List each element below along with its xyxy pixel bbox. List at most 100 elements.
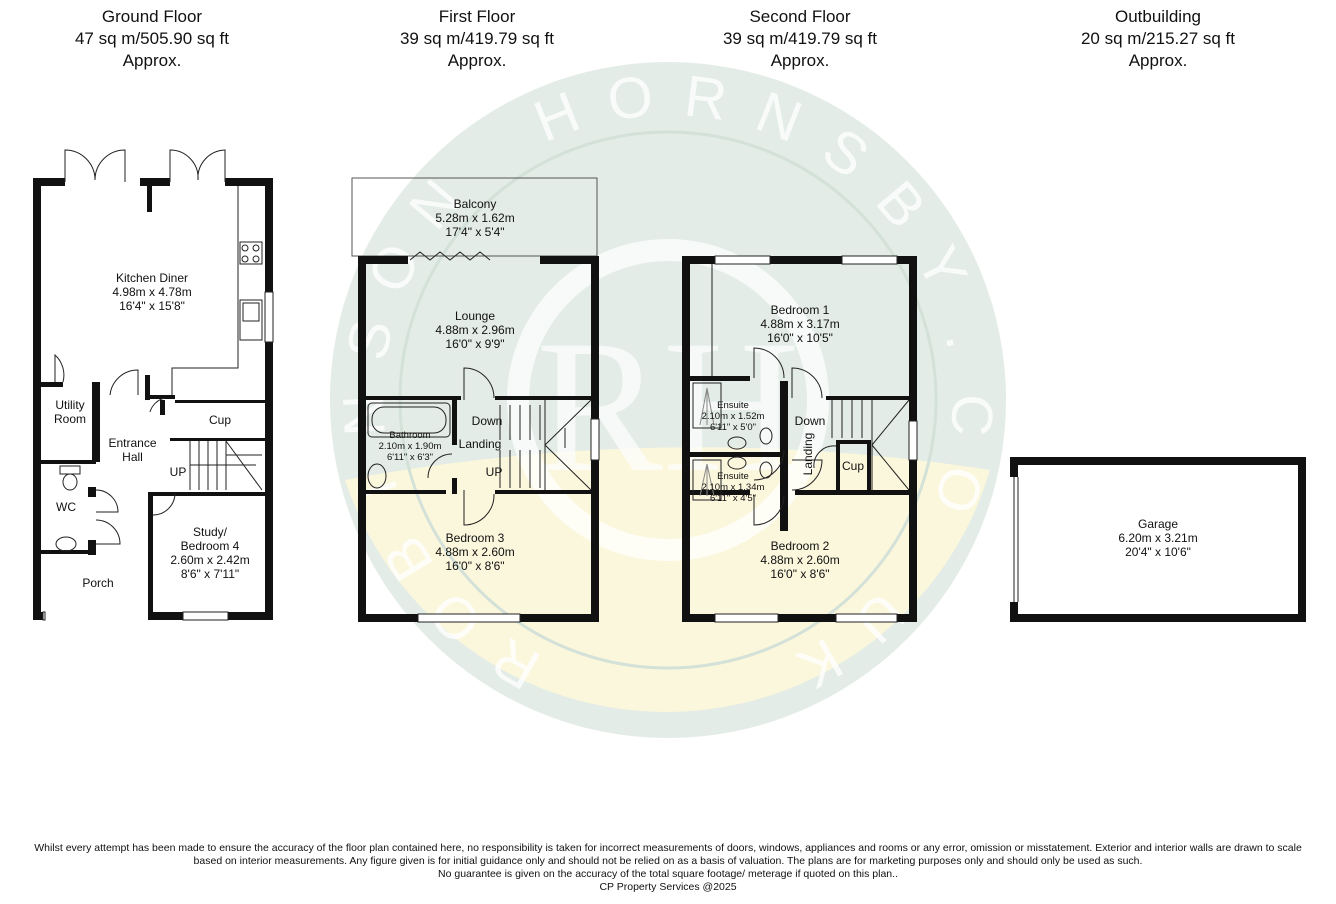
- room-name: Down: [471, 414, 503, 428]
- room-name: Kitchen Diner: [115, 271, 189, 285]
- outbuilding-plan: [1010, 457, 1306, 622]
- room-imperial: 17'4" x 5'4": [445, 225, 505, 239]
- room-name: Ensuite: [717, 400, 749, 411]
- room-label-utility-room: Utility Room: [44, 398, 96, 426]
- room-metric: 2.10m x 1.34m: [701, 482, 765, 493]
- room-name: Bedroom 2: [770, 539, 830, 553]
- first-floor-title: First Floor 39 sq m/419.79 sq ft Approx.: [347, 6, 607, 72]
- svg-text:C: C: [938, 393, 1005, 438]
- second-floor-title: Second Floor 39 sq m/419.79 sq ft Approx…: [670, 6, 930, 72]
- floor-area: 47 sq m/505.90 sq ft: [74, 29, 230, 48]
- room-label-garage: Garage 6.20m x 3.21m 20'4" x 10'6": [1108, 517, 1208, 559]
- room-name: Entrance: [108, 436, 157, 450]
- floor-name: First Floor: [438, 7, 516, 26]
- room-name: Landing: [801, 432, 815, 476]
- room-imperial: 6'11" x 6'3": [386, 452, 434, 463]
- room-label-bedroom-1: Bedroom 1 4.88m x 3.17m 16'0" x 10'5": [745, 303, 855, 345]
- room-name: Landing: [458, 437, 502, 451]
- outbuilding-title: Outbuilding 20 sq m/215.27 sq ft Approx.: [1028, 6, 1288, 72]
- room-label-ensuite-2: Ensuite 2.10m x 1.34m 6'11" x 4'5": [698, 471, 768, 504]
- room-label-landing: Landing: [801, 428, 815, 480]
- disclaimer-text: Whilst every attempt has been made to en…: [0, 842, 1336, 894]
- room-label-porch: Porch: [70, 576, 126, 590]
- room-label-bedroom-2: Bedroom 2 4.88m x 2.60m 16'0" x 8'6": [745, 539, 855, 581]
- room-name: Ensuite: [717, 471, 749, 482]
- room-name: Balcony: [453, 197, 497, 211]
- room-label-lounge: Lounge 4.88m x 2.96m 16'0" x 9'9": [420, 309, 530, 351]
- room-name: Bedroom 4: [180, 539, 240, 553]
- room-label-wc: WC: [46, 500, 86, 514]
- room-imperial: 6'11" x 5'0": [709, 422, 757, 433]
- room-name: Bathroom: [389, 430, 431, 441]
- second-floor-plan: [682, 255, 918, 623]
- disclaimer-line: based on interior measurements. Any figu…: [193, 855, 1143, 867]
- room-label-entrance-hall: Entrance Hall: [100, 436, 165, 464]
- svg-text:R: R: [681, 63, 731, 133]
- room-imperial: 16'0" x 8'6": [770, 567, 830, 581]
- room-metric: 4.88m x 2.96m: [435, 323, 515, 337]
- room-metric: 5.28m x 1.62m: [435, 211, 515, 225]
- room-metric: 4.88m x 2.60m: [760, 553, 840, 567]
- floor-approx: Approx.: [122, 51, 182, 70]
- floor-name: Second Floor: [749, 7, 851, 26]
- room-imperial: 16'4" x 15'8": [119, 299, 185, 313]
- stairs-up-label: UP: [477, 465, 511, 479]
- room-imperial: 16'0" x 8'6": [445, 559, 505, 573]
- room-metric: 2.10m x 1.52m: [701, 411, 765, 422]
- room-name: Room: [53, 412, 86, 426]
- room-label-study-bedroom-4: Study/ Bedroom 4 2.60m x 2.42m 8'6" x 7'…: [160, 525, 260, 581]
- room-name: Hall: [122, 450, 143, 464]
- room-metric: 2.60m x 2.42m: [170, 553, 250, 567]
- room-metric: 6.20m x 3.21m: [1118, 531, 1198, 545]
- ground-floor-plan: [33, 149, 274, 621]
- room-name: Bedroom 1: [770, 303, 830, 317]
- room-name: Study/: [192, 525, 228, 539]
- room-metric: 4.88m x 3.17m: [760, 317, 840, 331]
- floor-area: 20 sq m/215.27 sq ft: [1080, 29, 1236, 48]
- first-floor-plan: [351, 177, 600, 623]
- room-name: Down: [794, 414, 826, 428]
- floor-name: Ground Floor: [101, 7, 203, 26]
- ground-floor-title: Ground Floor 47 sq m/505.90 sq ft Approx…: [22, 6, 282, 72]
- room-name: Bedroom 3: [445, 531, 505, 545]
- room-name: Lounge: [454, 309, 496, 323]
- room-label-balcony: Balcony 5.28m x 1.62m 17'4" x 5'4": [420, 197, 530, 239]
- room-name: Cup: [208, 413, 231, 427]
- floor-approx: Approx.: [1128, 51, 1188, 70]
- watermark-logo: RH: [330, 62, 1006, 738]
- room-name: Porch: [82, 576, 114, 590]
- stairs-down-label: Down: [790, 414, 830, 428]
- floor-name: Outbuilding: [1114, 7, 1201, 26]
- room-label-cup: Cup: [838, 459, 868, 473]
- floor-approx: Approx.: [770, 51, 830, 70]
- room-name: Cup: [841, 459, 864, 473]
- room-imperial: 16'0" x 9'9": [445, 337, 505, 351]
- room-metric: 4.88m x 2.60m: [435, 545, 515, 559]
- disclaimer-line: No guarantee is given on the accuracy of…: [438, 868, 898, 880]
- floor-area: 39 sq m/419.79 sq ft: [722, 29, 878, 48]
- room-label-landing: Landing: [454, 437, 506, 451]
- svg-text:O: O: [604, 63, 657, 133]
- room-name: UP: [485, 465, 503, 479]
- stairs-up-label: UP: [164, 465, 192, 479]
- room-name: UP: [169, 465, 187, 479]
- room-label-ensuite-1: Ensuite 2.10m x 1.52m 6'11" x 5'0": [698, 400, 768, 433]
- room-label-kitchen-diner: Kitchen Diner 4.98m x 4.78m 16'4" x 15'8…: [92, 271, 212, 313]
- room-imperial: 16'0" x 10'5": [767, 331, 833, 345]
- stairs-down-label: Down: [465, 414, 509, 428]
- room-metric: 2.10m x 1.90m: [378, 441, 442, 452]
- room-metric: 4.98m x 4.78m: [112, 285, 192, 299]
- room-imperial: 20'4" x 10'6": [1125, 545, 1191, 559]
- room-name: Utility: [55, 398, 85, 412]
- room-name: WC: [56, 500, 76, 514]
- room-label-bedroom-3: Bedroom 3 4.88m x 2.60m 16'0" x 8'6": [420, 531, 530, 573]
- room-name: Garage: [1137, 517, 1179, 531]
- floor-area: 39 sq m/419.79 sq ft: [399, 29, 555, 48]
- watermark-monogram: RH: [536, 302, 800, 512]
- room-imperial: 6'11" x 4'5": [709, 493, 757, 504]
- room-label-bathroom: Bathroom 2.10m x 1.90m 6'11" x 6'3": [366, 430, 454, 463]
- copyright-line: CP Property Services @2025: [599, 881, 737, 893]
- disclaimer-line: Whilst every attempt has been made to en…: [34, 842, 1302, 854]
- room-imperial: 8'6" x 7'11": [180, 567, 240, 581]
